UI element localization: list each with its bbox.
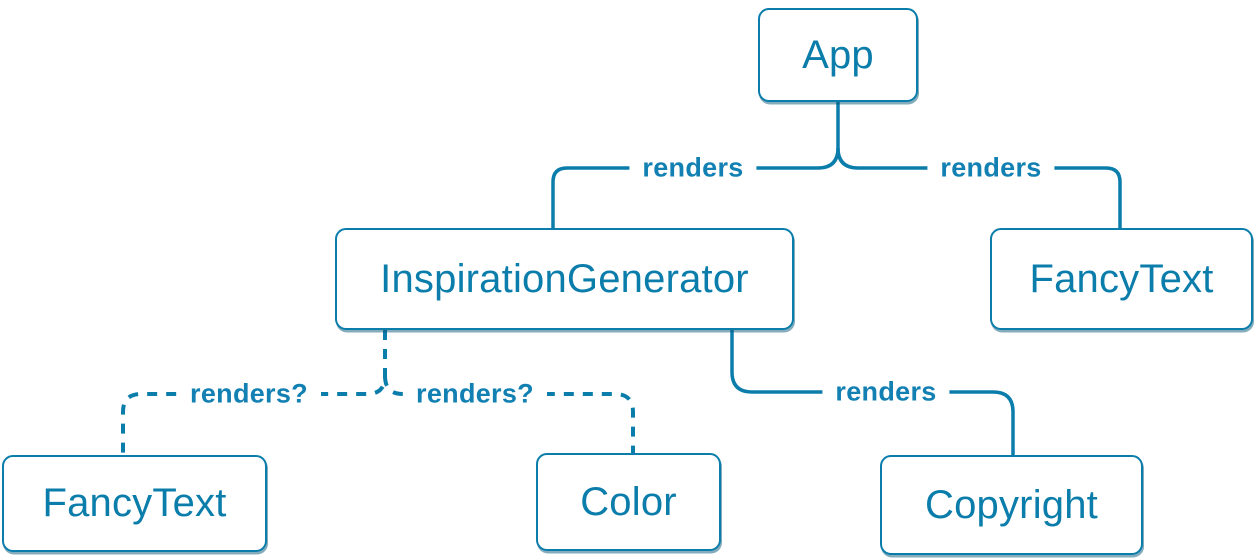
node-inspiration-generator-label: InspirationGenerator	[380, 256, 749, 301]
edge-label-renders-conditional-color: renders?	[403, 377, 547, 411]
edge-label-renders-copyright: renders	[822, 375, 950, 409]
node-fancy-text-bottom: FancyText	[2, 455, 267, 552]
node-app-label: App	[802, 32, 874, 77]
node-copyright-label: Copyright	[925, 482, 1098, 527]
node-inspiration-generator: InspirationGenerator	[335, 228, 794, 330]
edge-label-renders-fancytext: renders	[927, 151, 1055, 185]
node-copyright: Copyright	[880, 455, 1143, 555]
edge-app-to-fancytext	[836, 147, 1122, 228]
node-fancy-text-bottom-label: FancyText	[42, 481, 227, 525]
node-color-label: Color	[580, 479, 677, 524]
edge-label-renders-conditional-fancytext: renders?	[177, 377, 321, 411]
edge-label-renders-inspirationgenerator: renders	[629, 151, 757, 185]
node-app: App	[758, 8, 918, 102]
node-color: Color	[536, 453, 721, 551]
node-fancy-text-top: FancyText	[990, 228, 1253, 330]
node-fancy-text-top-label: FancyText	[1029, 256, 1214, 301]
